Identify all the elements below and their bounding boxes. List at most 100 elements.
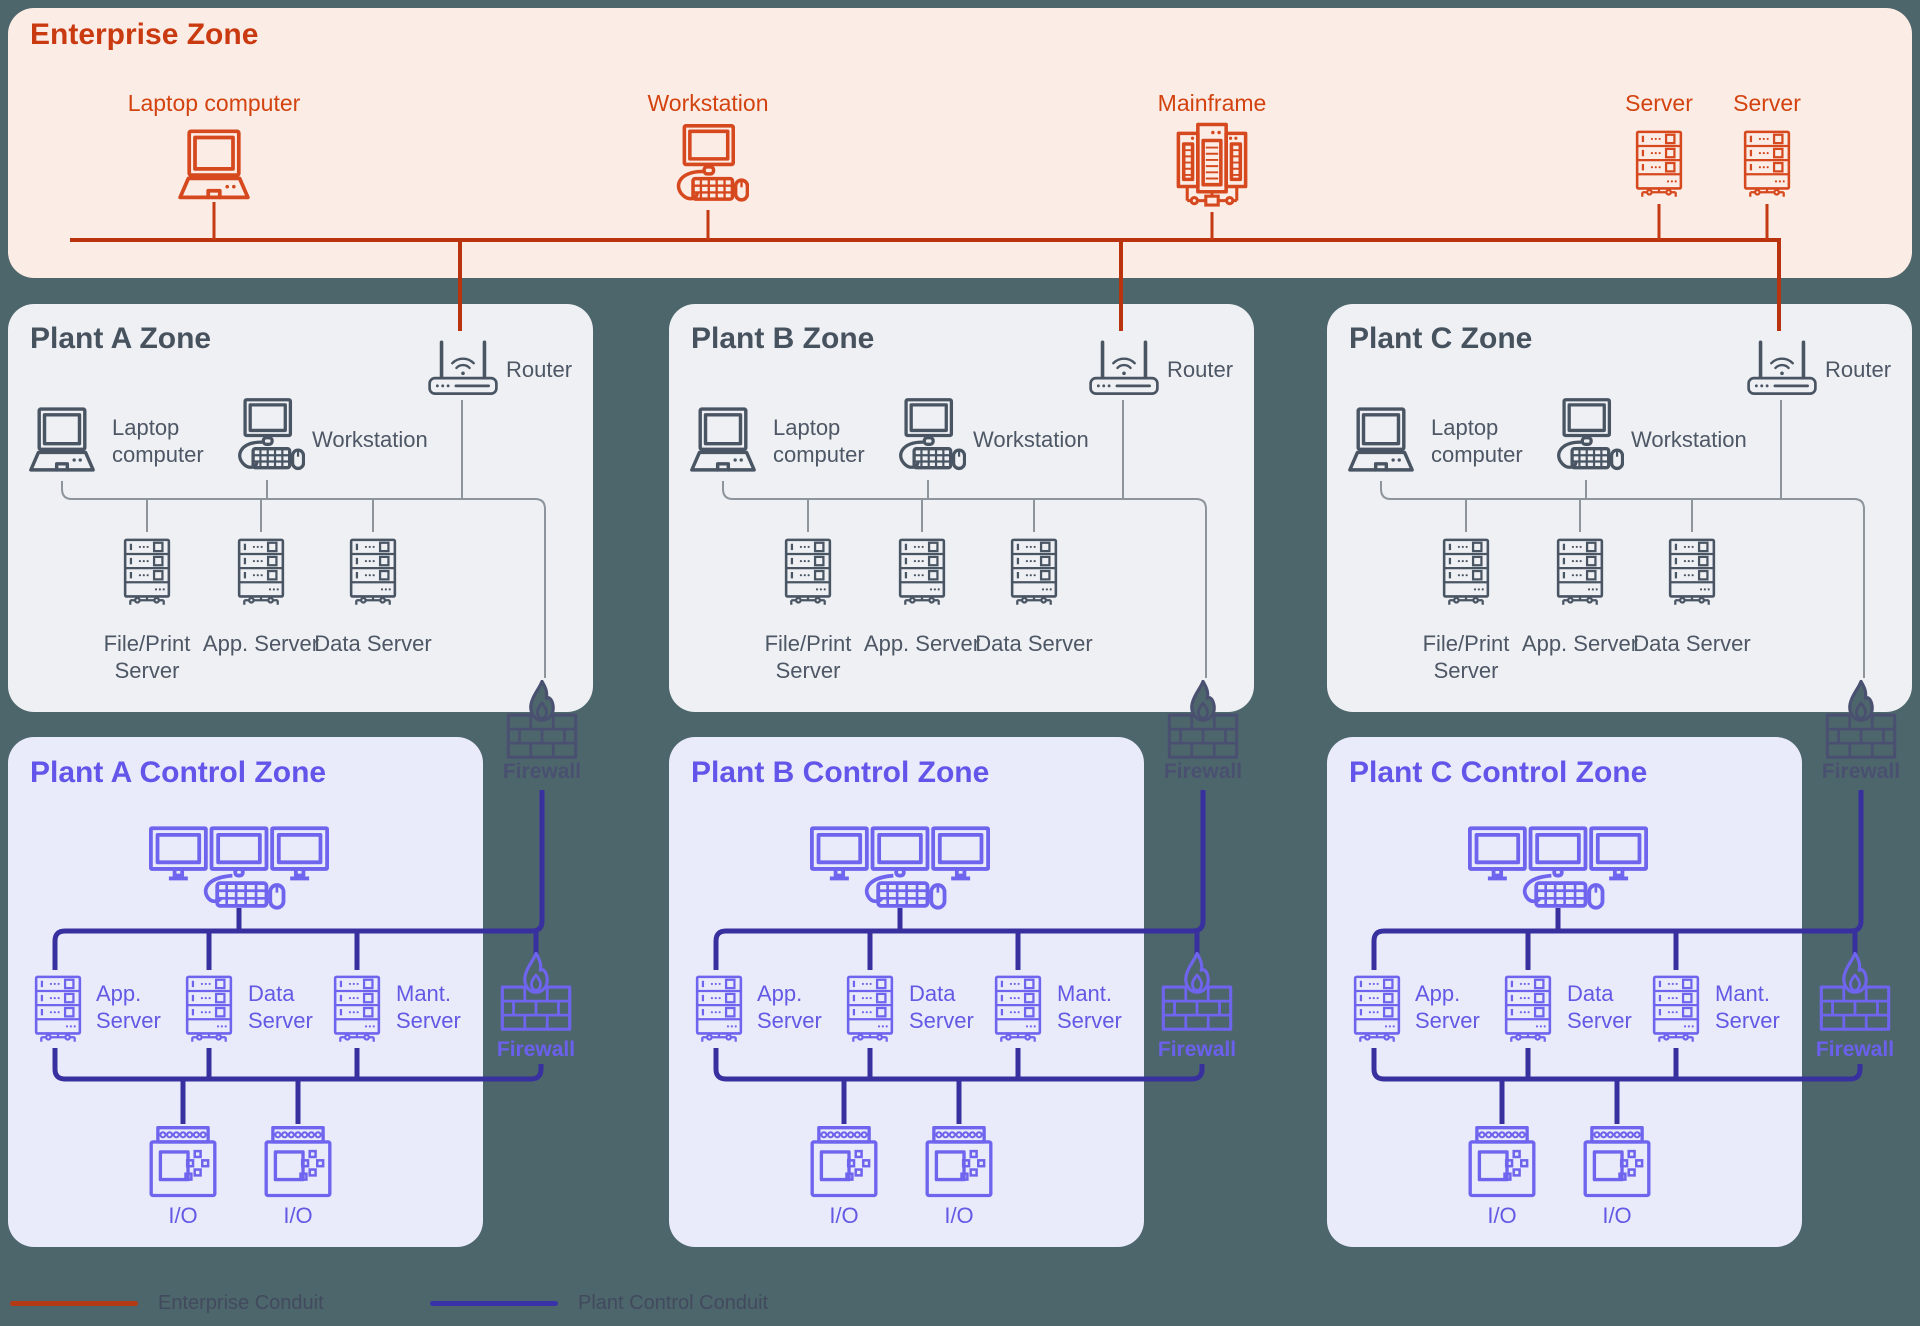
legend-label: Enterprise Conduit [158,1292,324,1314]
plant-zone-box [1327,304,1912,712]
plant-zone-title: Plant C Zone [1349,322,1533,355]
plant-group: Plant B Zone Router Laptop computer Work… [669,0,1254,1326]
plant-control-zone-box [8,737,483,1247]
server-label: Data Server [314,631,432,656]
io-label: I/O [1602,1203,1632,1228]
server-label: Data Server [975,631,1093,656]
legend-swatch [10,1301,138,1306]
server-label: File/Print Server [764,631,852,683]
server-label: File/Print Server [1422,631,1510,683]
conduit-lines [713,240,1207,1124]
hmi-workstation-icon [810,826,990,910]
plant-control-zone-title: Plant C Control Zone [1349,756,1648,789]
legend-item: Plant Control Conduit [430,1292,768,1315]
workstation-label: Workstation [1631,427,1747,452]
router-icon [1746,334,1818,396]
io-label: I/O [283,1203,313,1228]
io-label: I/O [829,1203,859,1228]
laptop-icon [1343,406,1419,476]
server-icon [895,532,949,612]
enterprise-bus-lines [70,202,1781,242]
hmi-workstation-icon [149,826,329,910]
server-icon [234,532,288,612]
server-label: App. Server [1521,631,1639,656]
server-label: App. Server [96,981,161,1033]
firewall-label: Firewall [1163,760,1243,783]
server-icon [31,970,85,1048]
plant-group: Plant A Zone Router Laptop computer Work… [8,0,593,1326]
workstation-icon [1548,394,1624,480]
legend-swatch [430,1301,558,1306]
legend-label: Plant Control Conduit [578,1292,769,1314]
server-icon [1007,532,1061,612]
laptop-icon [685,406,761,476]
server-label: App. Server [202,631,320,656]
plant-control-zone-title: Plant B Control Zone [691,756,990,789]
server-label: File/Print Server [103,631,191,683]
io-module-icon [149,1126,217,1198]
server-label: Data Server [1567,981,1632,1033]
plant-control-zone-title: Plant A Control Zone [30,756,327,789]
firewall-icon [1166,680,1240,760]
server-label: Server [1733,90,1801,116]
laptop-label: Laptop computer [773,415,865,467]
plant-zone-title: Plant B Zone [691,322,875,355]
router-label: Router [1825,357,1892,382]
mainframe-label: Mainframe [1157,90,1267,116]
workstation-label: Workstation [312,427,428,452]
io-module-icon [264,1126,332,1198]
laptop-label: Laptop computer [1431,415,1523,467]
laptop-icon [24,406,100,476]
server-label: Mant. Server [396,981,461,1033]
firewall-icon [505,680,579,760]
plant-control-conduit [1371,790,1864,970]
plant-control-conduit [713,790,1206,970]
server-label: App. Server [1415,981,1480,1033]
io-label: I/O [168,1203,198,1228]
laptop-label: Laptop computer [127,90,301,116]
workstation-label: Workstation [973,427,1089,452]
workstation-icon [890,394,966,480]
server-icon [781,532,835,612]
server-label: Data Server [248,981,313,1033]
server-label: App. Server [757,981,822,1033]
server-label: App. Server [863,631,981,656]
server-icon [346,532,400,612]
io-module-icon [1583,1126,1651,1198]
router-icon [427,334,499,396]
router-label: Router [506,357,573,382]
firewall-label: Firewall [496,1038,576,1061]
plant-control-conduit [52,790,545,970]
server-label: Data Server [909,981,974,1033]
plant-control-zone-box [1327,737,1802,1247]
firewall-label: Firewall [1815,1038,1895,1061]
server-icon [1553,532,1607,612]
router-icon [1088,334,1160,396]
firewall-label: Firewall [1821,760,1901,783]
server-label: Mant. Server [1057,981,1122,1033]
firewall-icon [1160,952,1234,1032]
plant-zone-box [669,304,1254,712]
server-icon [1665,532,1719,612]
plant-group: Plant C Zone Router Laptop computer Work… [1327,0,1912,1326]
firewall-icon [1818,952,1892,1032]
io-module-icon [925,1126,993,1198]
enterprise-zone-box [8,8,1912,278]
io-module-icon [810,1126,878,1198]
legend-item: Enterprise Conduit [10,1292,324,1315]
io-label: I/O [1487,1203,1517,1228]
workstation-label: Workstation [647,90,769,116]
server-icon [692,970,746,1048]
io-label: I/O [944,1203,974,1228]
server-icon [1439,532,1493,612]
conduit-lines [1371,240,1865,1124]
plant-zone-title: Plant A Zone [30,322,212,355]
firewall-icon [499,952,573,1032]
plant-control-zone-box [669,737,1144,1247]
server-label: Server [1625,90,1693,116]
hmi-workstation-icon [1468,826,1648,910]
conduit-lines [52,240,546,1124]
workstation-icon [229,394,305,480]
laptop-label: Laptop computer [112,415,204,467]
